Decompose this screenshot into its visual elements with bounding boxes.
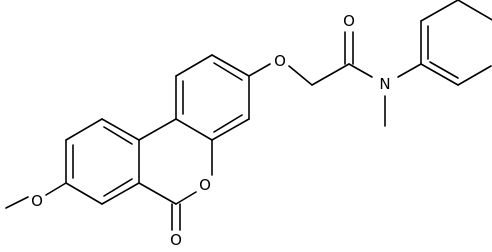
bond-ring-c-o bbox=[248, 63, 271, 77]
bond-c5 bbox=[211, 118, 250, 141]
bond-o-ring-a bbox=[45, 182, 67, 196]
atom-labels: O O O O O N bbox=[31, 12, 391, 249]
bond-p4 bbox=[420, 63, 459, 86]
bond-c3 bbox=[211, 54, 250, 77]
atom-n-amide: N bbox=[379, 75, 390, 93]
bond-p3 bbox=[457, 0, 492, 21]
bond-methyl-o bbox=[5, 196, 29, 209]
bond-a6 bbox=[65, 182, 103, 205]
atom-o-ring: O bbox=[199, 176, 211, 194]
bond-l4 bbox=[175, 118, 213, 141]
bond-ch2-co bbox=[311, 63, 350, 86]
bond-l2 bbox=[175, 191, 197, 205]
atom-o-methoxy: O bbox=[31, 192, 43, 210]
bond-co-n bbox=[348, 63, 373, 78]
atom-o-carbonyl-lactone: O bbox=[170, 231, 182, 249]
bond-o-ch2 bbox=[288, 65, 313, 86]
bond-l1 bbox=[138, 182, 177, 205]
bond-l5 bbox=[138, 118, 177, 141]
bond-c3-inner bbox=[213, 62, 243, 81]
bond-p2 bbox=[420, 0, 459, 22]
bond-a3 bbox=[101, 118, 140, 141]
bond-a2 bbox=[65, 118, 103, 141]
bond-c2 bbox=[175, 54, 213, 77]
bond-a5 bbox=[101, 182, 140, 205]
atom-o-ether: O bbox=[274, 52, 286, 70]
bond-p5 bbox=[457, 65, 492, 86]
bond-c5-inner bbox=[213, 114, 243, 133]
bond-a5-inner bbox=[103, 178, 133, 197]
bond-lines bbox=[5, 0, 492, 231]
atom-o-amide: O bbox=[343, 12, 355, 30]
bond-p4-inner bbox=[429, 61, 459, 79]
bond-n-phenyl bbox=[397, 63, 422, 78]
bond-a3-inner bbox=[103, 126, 133, 145]
